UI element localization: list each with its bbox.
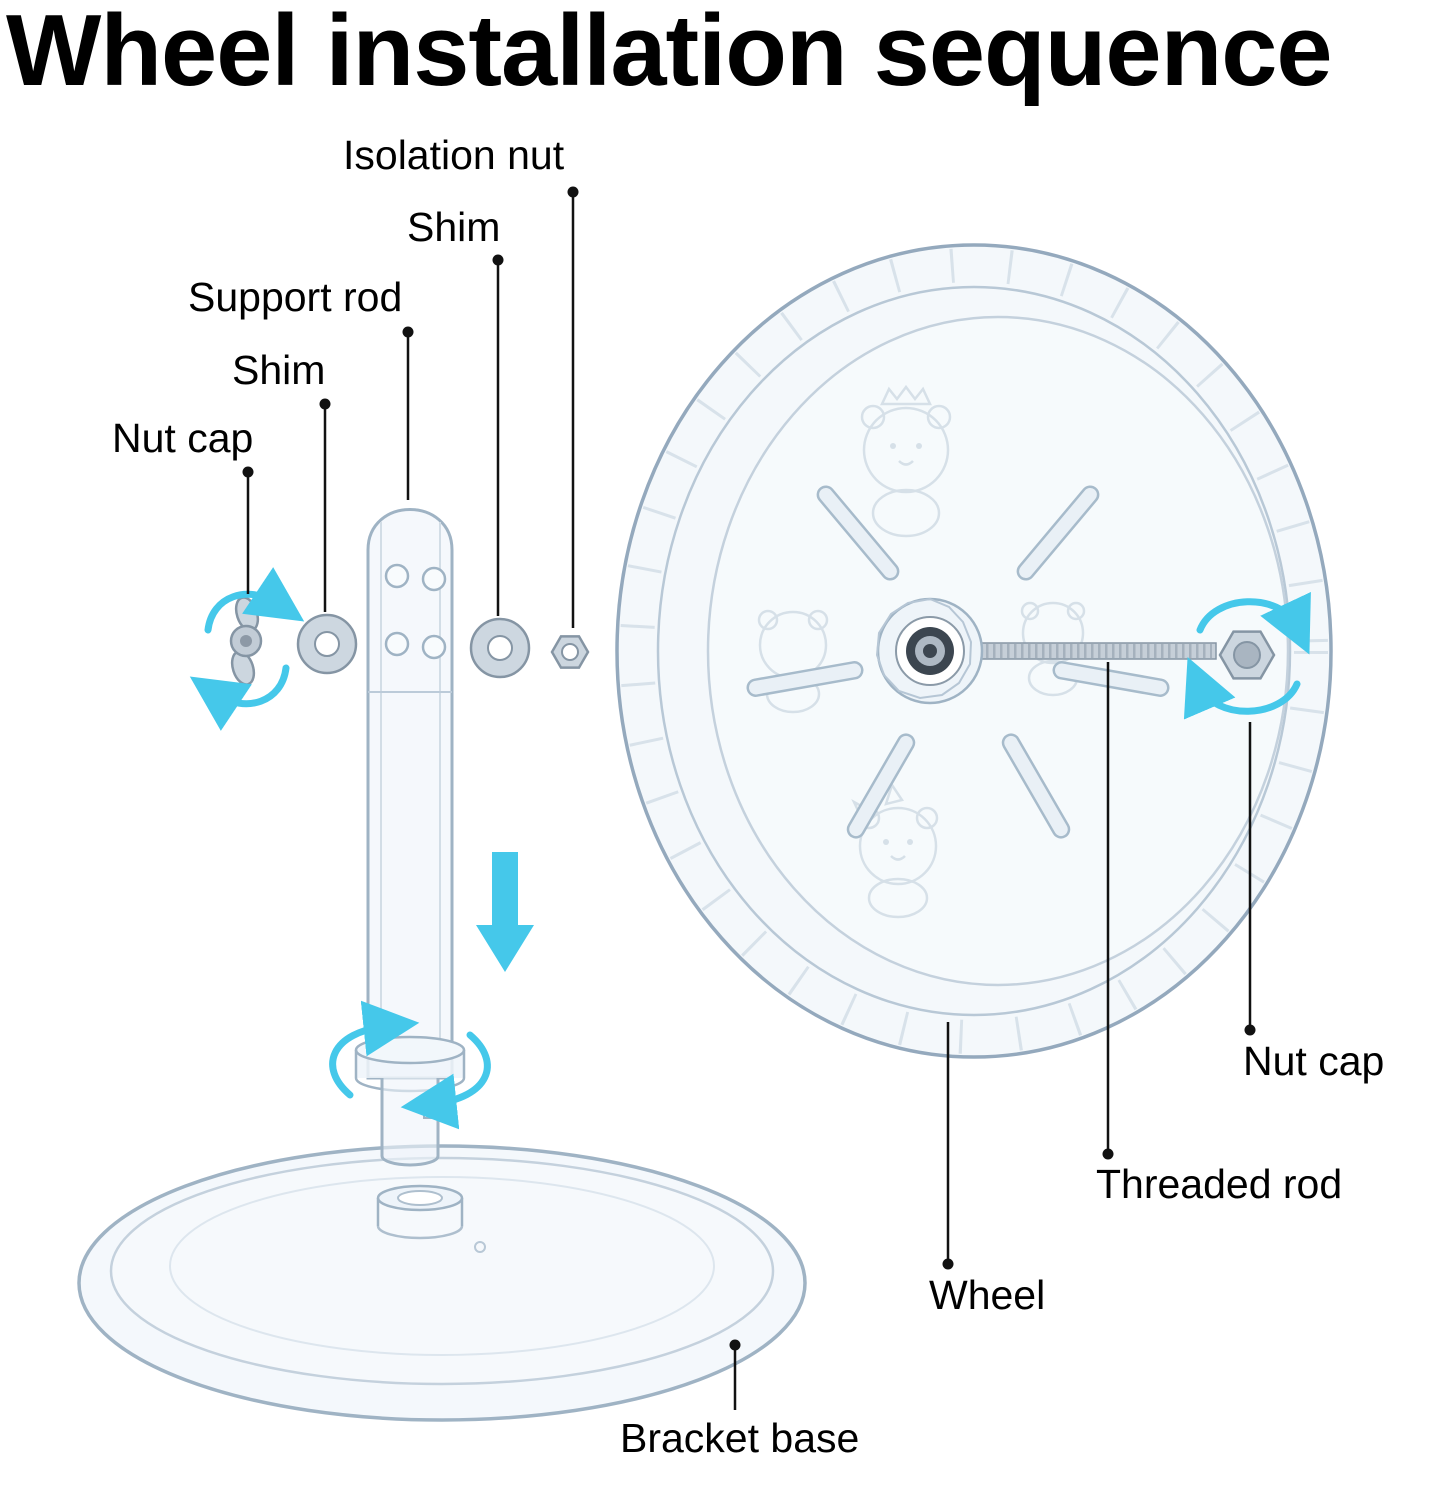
wheel-slots — [746, 485, 1170, 839]
label-wheel: Wheel — [929, 1272, 1046, 1318]
bracket-base-illustration — [77, 1144, 807, 1422]
page-title: Wheel installation sequence — [6, 0, 1333, 107]
shim-left-part — [296, 613, 358, 675]
label-nut-cap-right: Nut cap — [1243, 1038, 1385, 1084]
leader-lines — [242, 186, 1256, 1410]
fastener-parts — [229, 596, 590, 686]
isolation-nut-part — [550, 635, 590, 669]
rotate-arrow-wingnut-bottom — [189, 664, 290, 731]
wheel-hub — [875, 597, 984, 705]
label-shim-left: Shim — [232, 347, 326, 393]
wheel-illustration — [615, 243, 1333, 1059]
wing-nut-part — [229, 596, 263, 686]
wheel-fluting — [620, 248, 1328, 1054]
nut-cap-right-part — [1218, 630, 1276, 680]
label-shim-top: Shim — [407, 204, 501, 250]
label-bracket-base: Bracket base — [620, 1415, 860, 1461]
motion-arrows — [189, 567, 1311, 1130]
label-nut-cap-left: Nut cap — [112, 415, 254, 461]
hamster-engravings — [757, 384, 1086, 919]
base-socket — [376, 1184, 464, 1240]
rotate-arrow-wingnut-top — [204, 567, 305, 634]
label-isolation-nut: Isolation nut — [343, 132, 565, 178]
rotate-arrow-rod-right — [400, 1031, 491, 1130]
insert-down-arrow — [476, 852, 534, 972]
threaded-rod-part — [949, 642, 1217, 660]
rotate-arrow-rod-left — [329, 1000, 420, 1099]
rotate-arrow-nut-bottom — [1183, 657, 1301, 720]
rotate-arrow-nut-top — [1196, 591, 1311, 655]
support-rod-illustration — [354, 508, 466, 1167]
shim-right-part — [469, 617, 531, 679]
label-threaded-rod: Threaded rod — [1096, 1161, 1343, 1207]
label-support-rod: Support rod — [188, 274, 403, 320]
